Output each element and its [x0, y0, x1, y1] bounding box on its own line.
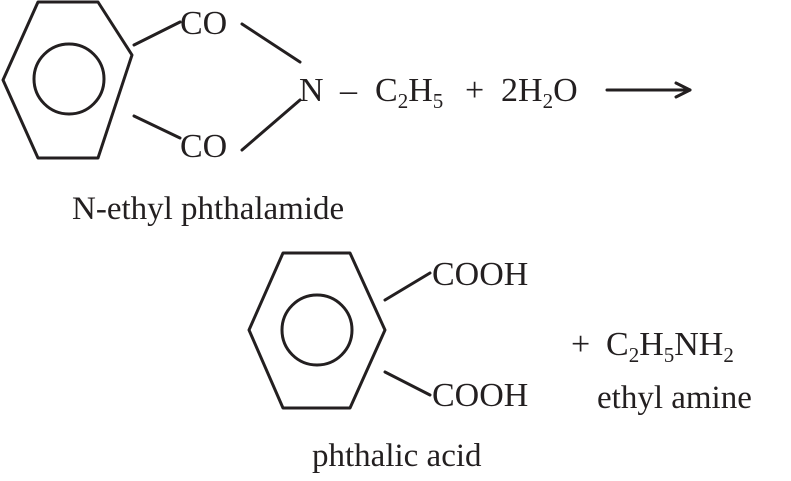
- bond-co-bottom-to-n: [240, 98, 302, 152]
- aromatic-circle-product: [280, 293, 354, 367]
- ethyl-group: C2H5: [375, 72, 443, 113]
- reactant-structure: CO CO N – C2H5 N-ethyl phthalamide: [1, 0, 443, 227]
- bond-ring-to-co-bottom: [132, 114, 182, 140]
- ethyl-amine-name: ethyl amine: [597, 380, 752, 416]
- benzene-ring-product: [247, 251, 387, 410]
- water-reagent: + 2H2O: [465, 72, 578, 113]
- nitrogen-label: N: [299, 72, 324, 109]
- carbonyl-bottom-label: CO: [180, 128, 227, 165]
- carbonyl-top-label: CO: [180, 5, 227, 42]
- product-phthalic-acid: COOH COOH phthalic acid: [247, 251, 528, 474]
- benzene-ring-reactant: [1, 0, 134, 160]
- bond-co-top-to-n: [240, 22, 302, 64]
- phthalic-acid-name: phthalic acid: [312, 438, 482, 474]
- cooh-top-label: COOH: [432, 256, 528, 293]
- bond-dash: –: [339, 72, 358, 109]
- product-ethyl-amine: + C2H5NH2 ethyl amine: [571, 326, 752, 416]
- plus-sign-water: +: [465, 72, 484, 109]
- bond-ring-to-cooh-bottom: [383, 370, 432, 397]
- water-formula: 2H2O: [501, 72, 578, 113]
- reaction-arrow: [605, 81, 692, 99]
- bond-ring-to-cooh-top: [383, 271, 432, 302]
- bond-ring-to-co-top: [132, 20, 182, 47]
- reactant-name: N-ethyl phthalamide: [72, 191, 344, 227]
- cooh-bottom-label: COOH: [432, 377, 528, 414]
- plus-sign-amine: +: [571, 326, 590, 363]
- ethylamine-formula: C2H5NH2: [606, 326, 734, 367]
- aromatic-circle-reactant: [32, 42, 106, 116]
